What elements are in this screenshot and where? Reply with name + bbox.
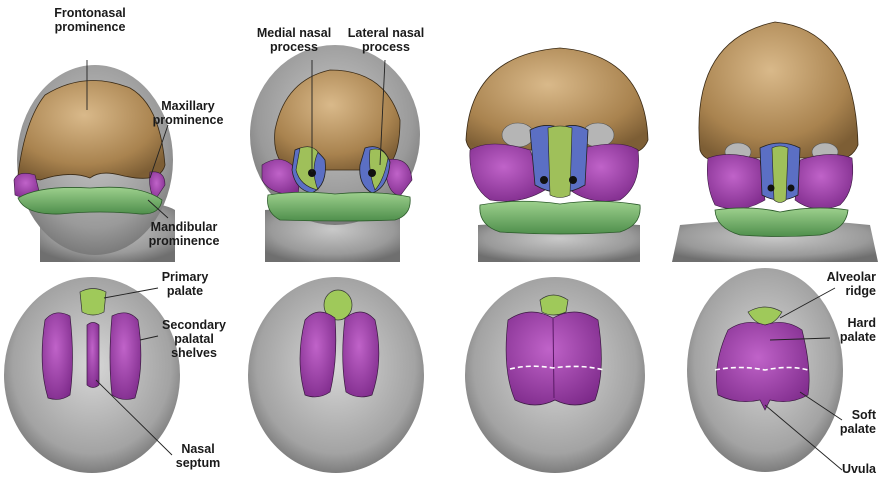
palate-stage-3: [438, 266, 658, 477]
label-line: septum: [168, 456, 228, 470]
label-line: palate: [826, 422, 876, 436]
label-secondary-palatal-shelves: Secondary palatal shelves: [156, 318, 232, 360]
label-line: prominence: [142, 234, 226, 248]
label-line: shelves: [156, 346, 232, 360]
label-line: Soft: [826, 408, 876, 422]
label-line: process: [254, 40, 334, 54]
label-soft-palate: Soft palate: [826, 408, 876, 436]
face-stage-4: [658, 0, 878, 262]
label-line: palate: [150, 284, 220, 298]
label-line: Frontonasal: [30, 6, 150, 20]
label-line: palatal: [156, 332, 232, 346]
label-nasal-septum: Nasal septum: [168, 442, 228, 470]
label-line: Secondary: [156, 318, 232, 332]
label-frontonasal-prominence: Frontonasal prominence: [30, 6, 150, 34]
label-maxillary-prominence: Maxillary prominence: [148, 99, 228, 127]
label-line: Alveolar: [806, 270, 876, 284]
label-line: prominence: [148, 113, 228, 127]
label-line: palate: [826, 330, 876, 344]
label-line: Primary: [150, 270, 220, 284]
label-uvula: Uvula: [826, 462, 876, 476]
label-line: Maxillary: [148, 99, 228, 113]
label-line: Medial nasal: [254, 26, 334, 40]
mandibular-prominence-1: [18, 187, 162, 214]
label-line: Mandibular: [142, 220, 226, 234]
label-line: prominence: [30, 20, 150, 34]
face-stage-3: [438, 0, 658, 262]
label-primary-palate: Primary palate: [150, 270, 220, 298]
label-hard-palate: Hard palate: [826, 316, 876, 344]
label-lateral-nasal-process: Lateral nasal process: [346, 26, 426, 54]
label-line: ridge: [806, 284, 876, 298]
label-line: Hard: [826, 316, 876, 330]
label-line: Nasal: [168, 442, 228, 456]
label-mandibular-prominence: Mandibular prominence: [142, 220, 226, 248]
label-alveolar-ridge: Alveolar ridge: [806, 270, 876, 298]
label-line: Uvula: [826, 462, 876, 476]
palate-stage-2: [219, 266, 438, 477]
label-line: process: [346, 40, 426, 54]
label-line: Lateral nasal: [346, 26, 426, 40]
label-medial-nasal-process: Medial nasal process: [254, 26, 334, 54]
